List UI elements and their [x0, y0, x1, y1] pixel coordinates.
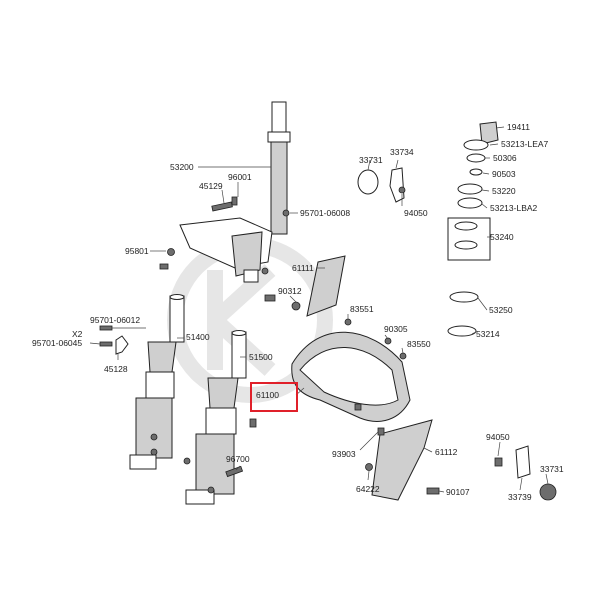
fork-right-51500 [183, 330, 247, 505]
label-51500: 51500 [249, 352, 273, 362]
highlight-box [250, 382, 298, 412]
label-90312: 90312 [278, 286, 302, 296]
label-93903: 93903 [332, 449, 356, 459]
label-61100: 61100 [256, 390, 279, 400]
fender-panel-61111 [264, 255, 346, 317]
label-x2: X2 [72, 329, 83, 339]
fender-hardware [344, 318, 440, 495]
label-53214: 53214 [476, 329, 500, 339]
label-53213-lba2: 53213-LBA2 [490, 203, 538, 213]
fork-hardware-left [99, 325, 257, 478]
label-83550: 83550 [407, 339, 431, 349]
part-labels: 19411 53213-LEA7 50306 90503 53220 53213… [32, 122, 564, 502]
label-94050-top: 94050 [404, 208, 428, 218]
label-53240: 53240 [490, 232, 514, 242]
label-94050-bottom: 94050 [486, 432, 510, 442]
label-50306: 50306 [493, 153, 517, 163]
label-33734: 33734 [390, 147, 414, 157]
speedometer-drive-top [357, 167, 406, 203]
label-96700: 96700 [226, 454, 250, 464]
label-83551: 83551 [350, 304, 374, 314]
label-90503: 90503 [492, 169, 516, 179]
label-95701-06045: 95701-06045 [32, 338, 82, 348]
bearing-stack [447, 121, 499, 337]
label-95701-06008: 95701-06008 [300, 208, 350, 218]
fork-left-51400 [129, 294, 185, 470]
label-64222: 64222 [356, 484, 380, 494]
label-53250: 53250 [489, 305, 513, 315]
label-45128: 45128 [104, 364, 128, 374]
fender-panel-61112 [371, 419, 433, 501]
label-51400: 51400 [186, 332, 210, 342]
label-90107: 90107 [446, 487, 470, 497]
label-33731-top: 33731 [359, 155, 383, 165]
label-96001: 96001 [228, 172, 252, 182]
label-61112: 61112 [435, 447, 458, 457]
label-90305: 90305 [384, 324, 408, 334]
label-33731-bottom: 33731 [540, 464, 564, 474]
speedometer-drive-bottom [494, 445, 557, 501]
stem-hardware [159, 196, 290, 275]
label-45129: 45129 [199, 181, 223, 191]
label-53220: 53220 [492, 186, 516, 196]
leader-lines [89, 126, 549, 493]
label-19411: 19411 [507, 122, 530, 132]
label-95801: 95801 [125, 246, 149, 256]
label-33739: 33739 [508, 492, 532, 502]
label-61111: 61111 [292, 263, 314, 273]
steering-stem [179, 101, 291, 283]
label-95701-06012: 95701-06012 [90, 315, 140, 325]
front-fender [291, 331, 411, 422]
label-53200: 53200 [170, 162, 194, 172]
label-53213-lea7: 53213-LEA7 [501, 139, 549, 149]
